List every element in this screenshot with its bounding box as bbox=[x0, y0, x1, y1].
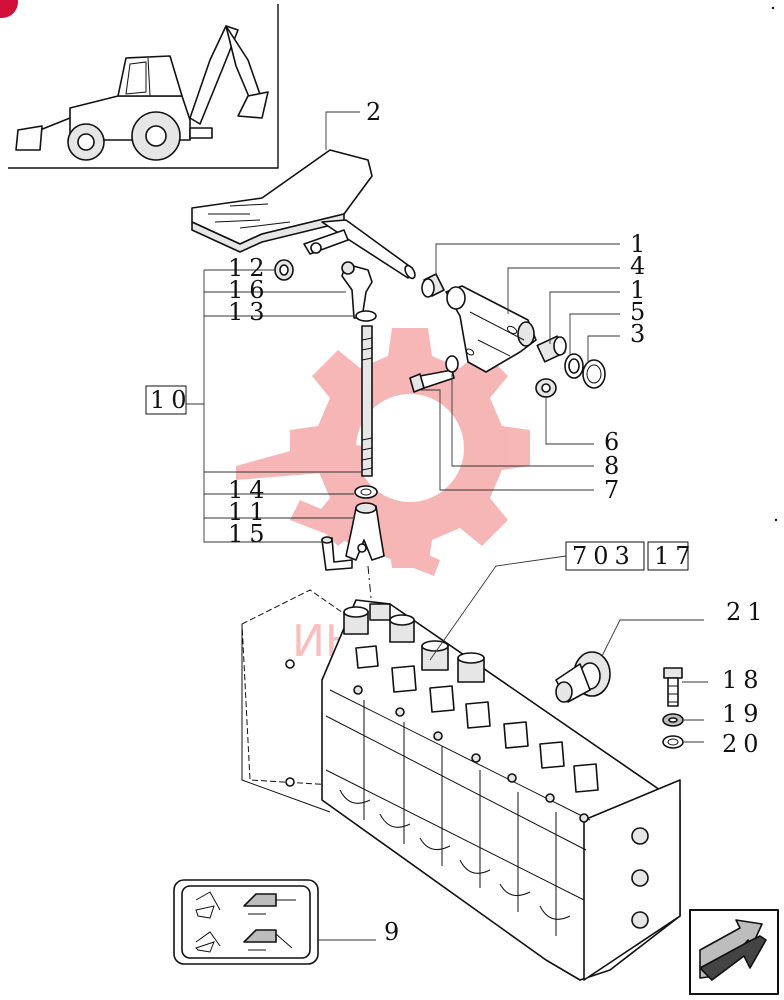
callout-4: 4 bbox=[630, 252, 651, 280]
reference-box-703-label: 703 bbox=[572, 542, 636, 570]
washer-part-20 bbox=[662, 735, 684, 749]
clevis-part-11 bbox=[345, 502, 385, 561]
callout-1b: 1 bbox=[630, 276, 651, 304]
pedal-part-2 bbox=[191, 149, 416, 280]
ring-part-5 bbox=[564, 353, 584, 379]
callout-7: 7 bbox=[604, 476, 625, 504]
bolt-part-7 bbox=[409, 369, 455, 393]
washer-part-13 bbox=[355, 310, 377, 322]
reference-box-10 bbox=[145, 385, 187, 415]
callout-5: 5 bbox=[630, 298, 651, 326]
bracket-part-4 bbox=[445, 285, 537, 373]
callout-9: 9 bbox=[384, 918, 405, 946]
bushing-part-1a bbox=[421, 273, 445, 298]
reference-box-17-label: 17 bbox=[654, 542, 697, 570]
callout-1a: 1 bbox=[630, 230, 651, 258]
next-page-arrow-icon[interactable] bbox=[689, 909, 779, 995]
pin-part-15 bbox=[321, 536, 353, 571]
callout-6: 6 bbox=[604, 428, 625, 456]
callout-14: 14 bbox=[228, 476, 271, 504]
leader-lines bbox=[186, 111, 708, 941]
reference-box-17[interactable] bbox=[647, 541, 689, 571]
callout-13: 13 bbox=[228, 298, 271, 326]
callout-3: 3 bbox=[630, 320, 651, 348]
callout-2: 2 bbox=[366, 98, 387, 126]
bolt-part-18 bbox=[663, 667, 683, 707]
callout-18: 18 bbox=[722, 666, 765, 694]
callout-10: 10 bbox=[150, 386, 193, 414]
callout-12: 12 bbox=[228, 254, 271, 282]
threaded-rod bbox=[361, 325, 373, 477]
control-pattern-decal bbox=[173, 879, 319, 965]
snap-ring-part-3 bbox=[582, 359, 606, 389]
callout-11: 11 bbox=[228, 498, 271, 526]
nut-part-12 bbox=[274, 259, 294, 281]
nut-part-6 bbox=[535, 378, 557, 398]
reference-box-703[interactable] bbox=[565, 541, 645, 571]
corner-badge bbox=[0, 0, 18, 18]
callout-19: 19 bbox=[722, 700, 765, 728]
callout-16: 16 bbox=[228, 276, 271, 304]
callout-15: 15 bbox=[228, 520, 271, 548]
gear-watermark bbox=[236, 328, 530, 576]
machine-thumbnail bbox=[8, 4, 279, 169]
valve-fittings bbox=[343, 603, 599, 823]
control-valve-block bbox=[241, 589, 681, 981]
washer-part-14 bbox=[354, 485, 378, 499]
bushing-part-1b bbox=[536, 335, 567, 363]
washer-part-8 bbox=[445, 355, 459, 373]
callout-8: 8 bbox=[604, 452, 625, 480]
backhoe-loader-icon bbox=[15, 25, 269, 161]
callout-20: 20 bbox=[722, 730, 765, 758]
ball-joint-part-16 bbox=[341, 261, 373, 319]
plug-part-21 bbox=[555, 651, 611, 703]
callout-21: 21 bbox=[726, 598, 769, 626]
washer-part-19 bbox=[662, 713, 684, 727]
